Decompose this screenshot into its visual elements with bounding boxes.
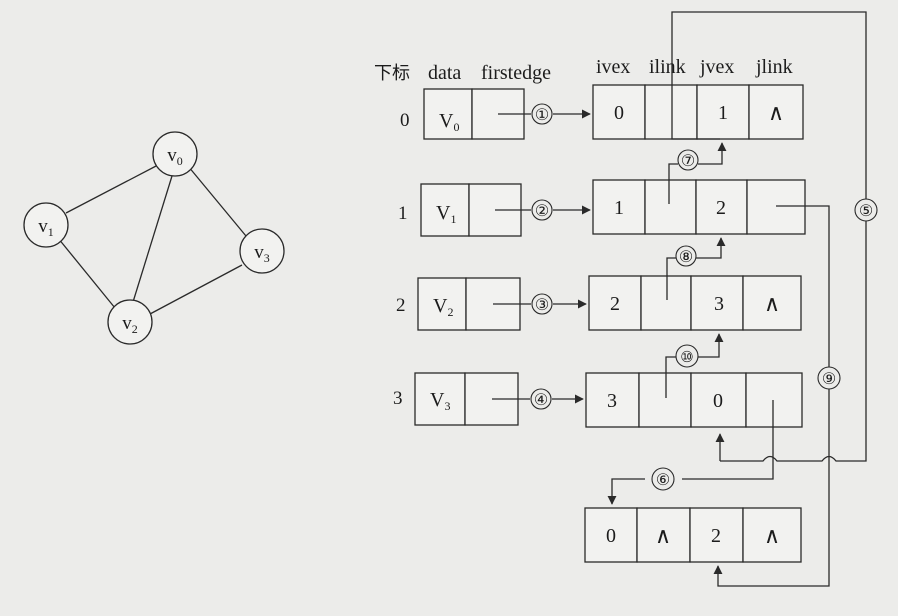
pointer-8-line: [666, 238, 721, 300]
edge-node-3: 3 0: [585, 372, 803, 428]
graph-edge-v2-v3: [149, 264, 243, 315]
vertex-row-3: 3 V3: [393, 372, 519, 426]
vertex-data-base: V: [433, 295, 448, 317]
edge-jvex: 2: [716, 197, 726, 219]
edge-ivex: 3: [607, 390, 617, 412]
pointer-label-3: ③: [535, 297, 549, 314]
column-headers: 下标 data firstedge ivex ilink jvex jlink: [374, 56, 793, 84]
header-firstedge: firstedge: [481, 62, 551, 84]
vertex-table: 0 V0 1 V1 2 V2 3 V3: [393, 88, 525, 426]
pointer-label-8: ⑧: [679, 249, 693, 266]
edge-ivex: 1: [614, 197, 624, 219]
svg-text:V0: V0: [439, 110, 459, 134]
vertex-sub: 3: [264, 251, 270, 265]
svg-text:v3: v3: [254, 242, 270, 265]
vertex-row-1: 1 V1: [398, 183, 522, 237]
undirected-graph: v0 v1 v2 v3: [23, 131, 285, 345]
edge-jvex: 0: [713, 390, 723, 412]
graph-edge-v0-v3: [187, 165, 247, 237]
svg-text:V1: V1: [436, 202, 456, 226]
pointer-label-10: ⑩: [680, 350, 693, 366]
pointer-label-2: ②: [535, 203, 549, 220]
data-cell: [420, 183, 470, 237]
data-cell: [417, 277, 467, 331]
pointer-label-1: ①: [535, 107, 549, 124]
vertex-base: v: [122, 313, 132, 334]
edge-node-1: 1 2: [592, 179, 806, 235]
vertex-index: 1: [398, 203, 408, 224]
graph-vertex-v1: v1: [23, 202, 69, 248]
pointer-label-7: ⑦: [681, 153, 695, 170]
edge-node-4: 0 ∧ 2 ∧: [584, 507, 802, 563]
header-index: 下标: [374, 63, 410, 84]
data-cell: [414, 372, 466, 426]
svg-text:v2: v2: [122, 313, 138, 336]
vertex-sub: 0: [177, 154, 183, 168]
header-ivex: ivex: [596, 56, 630, 78]
pointer-9-line: [713, 205, 830, 587]
graph-vertex-v3: v3: [239, 228, 285, 274]
vertex-data-sub: 2: [447, 305, 453, 319]
edge-jvex: 2: [711, 525, 721, 547]
vertex-data-sub: 1: [450, 212, 456, 226]
vertex-sub: 2: [132, 322, 138, 336]
vertex-index: 3: [393, 388, 403, 409]
pointer-label-4: ④: [534, 392, 548, 409]
graph-vertex-v2: v2: [107, 299, 153, 345]
pointer-label-6: ⑥: [656, 472, 670, 489]
edge-jlink: ∧: [764, 291, 780, 316]
svg-text:V3: V3: [430, 389, 450, 413]
pointer-10-line: [665, 334, 719, 398]
pointers: ① ② ③ ④ ⑤ ⑥ ⑦ ⑧ ⑨: [492, 11, 878, 587]
pointer-5-line: [671, 11, 867, 462]
pointer-6-line: [612, 400, 774, 504]
edge-jvex: 3: [714, 293, 724, 315]
graph-edge-v0-v2: [132, 175, 173, 303]
pointer-label-9: ⑨: [822, 371, 836, 388]
edge-jlink: ∧: [764, 523, 780, 548]
vertex-data-base: V: [430, 389, 445, 411]
edge-ivex: 0: [606, 525, 616, 547]
edge-ivex: 0: [614, 102, 624, 124]
vertex-data-sub: 3: [444, 399, 450, 413]
vertex-base: v: [254, 242, 264, 263]
header-ilink: ilink: [649, 56, 686, 78]
header-jlink: jlink: [755, 56, 793, 78]
edge-node-0: 0 1 ∧: [592, 84, 804, 140]
data-cell: [423, 88, 473, 140]
vertex-data-base: V: [439, 110, 454, 132]
pointer-label-5: ⑤: [859, 203, 873, 220]
edge-node-2: 2 3 ∧: [588, 275, 802, 331]
edge-jlink: ∧: [768, 100, 784, 125]
pointer-7-line: [668, 143, 722, 204]
svg-text:v0: v0: [167, 145, 183, 168]
vertex-sub: 1: [48, 225, 54, 239]
graph-vertex-v0: v0: [152, 131, 198, 177]
svg-text:V2: V2: [433, 295, 453, 319]
vertex-base: v: [167, 145, 177, 166]
vertex-index: 0: [400, 110, 410, 131]
vertex-data-sub: 0: [453, 120, 459, 134]
graph-edge-v0-v1: [65, 164, 159, 214]
svg-text:v1: v1: [38, 216, 54, 239]
edge-ilink: ∧: [655, 523, 671, 548]
vertex-data-base: V: [436, 202, 451, 224]
header-data: data: [428, 62, 461, 84]
vertex-index: 2: [396, 295, 406, 316]
edge-ivex: 2: [610, 293, 620, 315]
edge-jvex: 1: [718, 102, 728, 124]
header-jvex: jvex: [699, 56, 734, 78]
graph-edge-v1-v2: [57, 237, 116, 309]
vertex-base: v: [38, 216, 48, 237]
